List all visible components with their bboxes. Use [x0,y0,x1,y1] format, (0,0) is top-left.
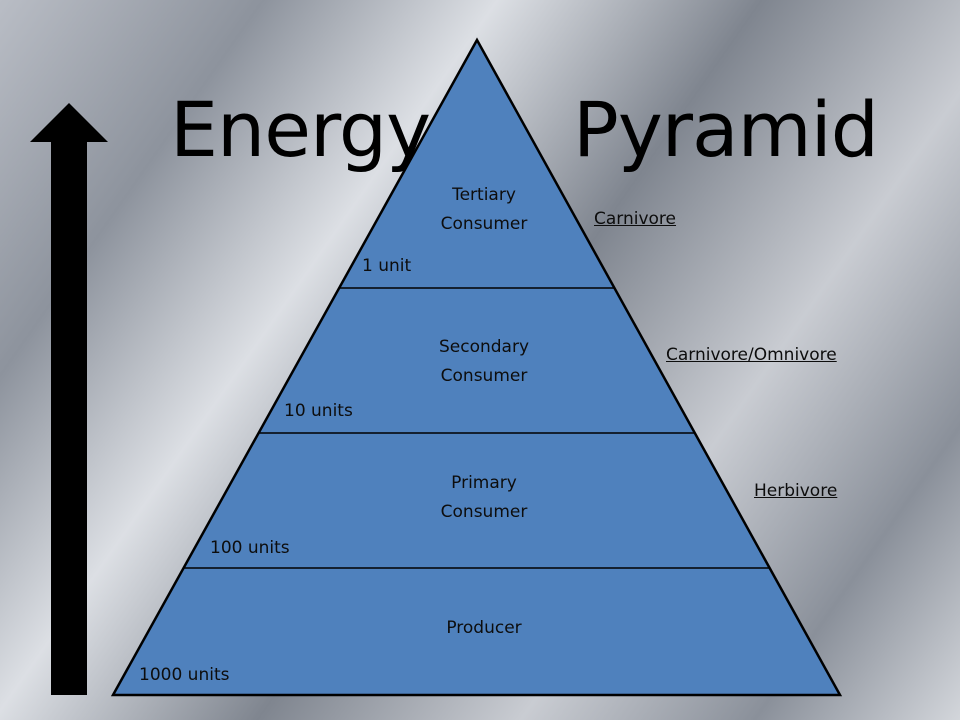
level-secondary-line1: Secondary [438,337,530,357]
level-secondary-name: Secondary Consumer [384,333,584,391]
level-tertiary-name: Tertiary Consumer [384,181,584,239]
pyramid-triangle [110,37,843,697]
level-producer-line1: Producer [446,618,522,638]
level-primary-role: Herbivore [754,481,838,501]
level-primary-line1: Primary [451,473,517,493]
level-primary-name: Primary Consumer [384,469,584,527]
level-secondary-line2: Consumer [440,366,528,386]
level-secondary-units: 10 units [284,401,353,421]
level-producer-units: 1000 units [139,665,230,685]
level-tertiary-line2: Consumer [440,214,528,234]
level-tertiary-line1: Tertiary [452,185,516,205]
level-tertiary-role: Carnivore [594,209,677,229]
title-pyramid: Pyramid [573,85,879,174]
up-arrow-icon [30,103,108,695]
level-producer-name: Producer [384,614,584,643]
level-primary-line2: Consumer [440,502,528,522]
level-tertiary-units: 1 unit [362,256,412,276]
level-primary-units: 100 units [210,538,290,558]
title-energy: Energy [170,85,431,174]
level-secondary-role: Carnivore/Omnivore [666,345,837,365]
